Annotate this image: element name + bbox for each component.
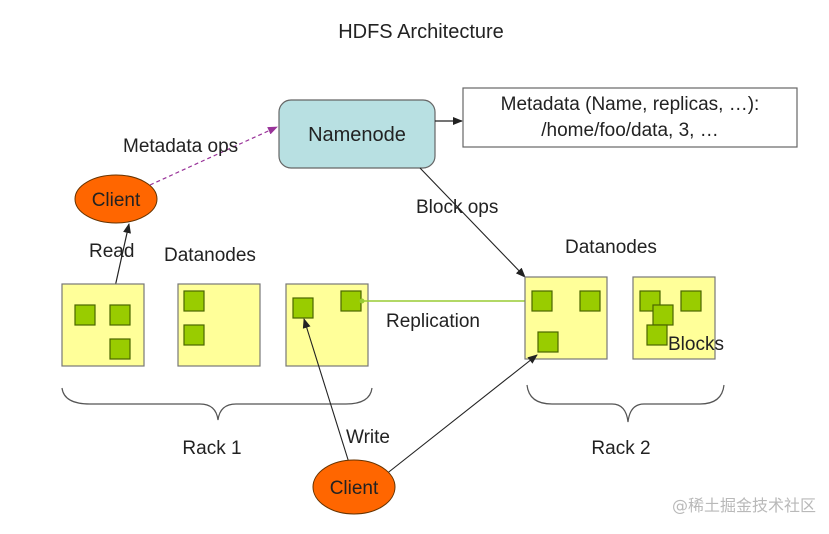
- read-label: Read: [89, 241, 134, 262]
- block: [531, 290, 553, 312]
- datanodes-label-rack1: Datanodes: [164, 245, 256, 266]
- block-ops-arrow: [419, 167, 526, 278]
- block: [109, 338, 131, 360]
- namenode-label: Namenode: [308, 124, 406, 146]
- block: [579, 290, 601, 312]
- block: [292, 297, 314, 319]
- rack2-datanode-2: [632, 276, 716, 360]
- block: [680, 290, 702, 312]
- rack1-datanode-2: [177, 283, 261, 367]
- block: [340, 290, 362, 312]
- rack2-datanode-1: [524, 276, 608, 360]
- namenode: Namenode: [278, 99, 436, 169]
- rack1-brace: [61, 387, 373, 421]
- datanode-box: [524, 276, 608, 360]
- block: [652, 304, 674, 326]
- block: [109, 304, 131, 326]
- rack1-label: Rack 1: [182, 438, 241, 459]
- read-client-label: Client: [92, 190, 141, 211]
- write-arrow-rack1: [302, 318, 351, 467]
- metadata-box: Metadata (Name, replicas, …): /home/foo/…: [462, 87, 798, 148]
- watermark: @稀土掘金技术社区: [672, 496, 816, 515]
- write-label: Write: [346, 427, 390, 448]
- block: [183, 290, 205, 312]
- diagram-title: HDFS Architecture: [338, 21, 504, 43]
- datanode-box: [61, 283, 145, 367]
- datanodes-label-rack2: Datanodes: [565, 237, 657, 258]
- read-arrow: [114, 223, 131, 288]
- replication-label: Replication: [386, 311, 480, 332]
- block: [183, 324, 205, 346]
- read-client: Client: [74, 174, 158, 224]
- metadata-ops-label: Metadata ops: [123, 136, 238, 157]
- rack1-datanode-1: [61, 283, 145, 367]
- rack2-brace: [526, 384, 725, 423]
- metadata-ops-arrow: [149, 126, 278, 186]
- write-client-label: Client: [330, 478, 379, 499]
- rack2-label: Rack 2: [591, 438, 650, 459]
- write-client: Client: [312, 459, 396, 515]
- block: [74, 304, 96, 326]
- metadata-box-frame: [462, 87, 798, 148]
- read-client-ellipse: [74, 174, 158, 224]
- block: [646, 324, 668, 346]
- blocks-label: Blocks: [668, 334, 724, 355]
- namenode-box: [278, 99, 436, 169]
- block-ops-label: Block ops: [416, 197, 498, 218]
- block: [537, 331, 559, 353]
- metadata-line-2: /home/foo/data, 3, …: [541, 120, 718, 141]
- write-arrow-rack2: [384, 354, 538, 476]
- metadata-line-1: Metadata (Name, replicas, …):: [501, 94, 760, 115]
- write-client-ellipse: [312, 459, 396, 515]
- rack1-datanode-3: [285, 283, 369, 367]
